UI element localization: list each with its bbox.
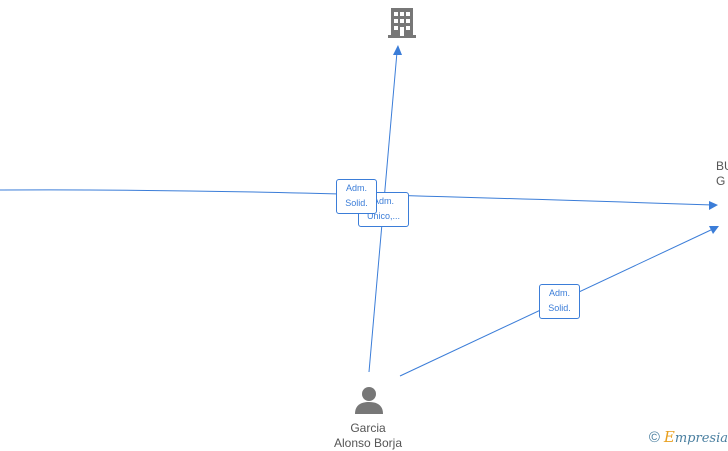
person-name-line1: Garcia [350,421,386,435]
company-right-name[interactable]: BU G [716,159,728,189]
building-icon[interactable] [388,8,416,38]
brand-initial: E [663,428,675,446]
person-icon[interactable] [355,387,383,414]
brand-rest: mpresia [674,431,728,446]
edge-person-to-right-arrowhead [709,226,719,234]
edge-label-person-to-right[interactable]: Adm. Solid. [539,284,580,319]
edge-label-line2: Unico,... [366,211,400,221]
company-right-name-line2: G [716,174,726,188]
edge-person-to-top-arrowhead [393,45,402,55]
person-name-line2: Alonso Borja [333,436,403,450]
edge-label-line1: Adm. [548,288,570,298]
edge-left-to-right-arrowhead [709,201,718,210]
person-name[interactable]: Garcia Alonso Borja [318,421,418,451]
edge-label-line2: Solid. [548,303,571,313]
edge-label-left-to-right[interactable]: Adm. Solid. [336,179,377,214]
edge-label-line1: Adm. [372,196,394,206]
empresia-watermark: © Empresia [649,428,728,446]
company-right-name-line1: BU [716,159,728,173]
edge-label-line2: Solid. [345,198,368,208]
edge-label-line1: Adm. [345,183,367,193]
copyright-symbol: © [648,428,660,446]
brand-logo: Empresia [664,428,728,446]
edge-left-to-right-line [0,189,714,206]
